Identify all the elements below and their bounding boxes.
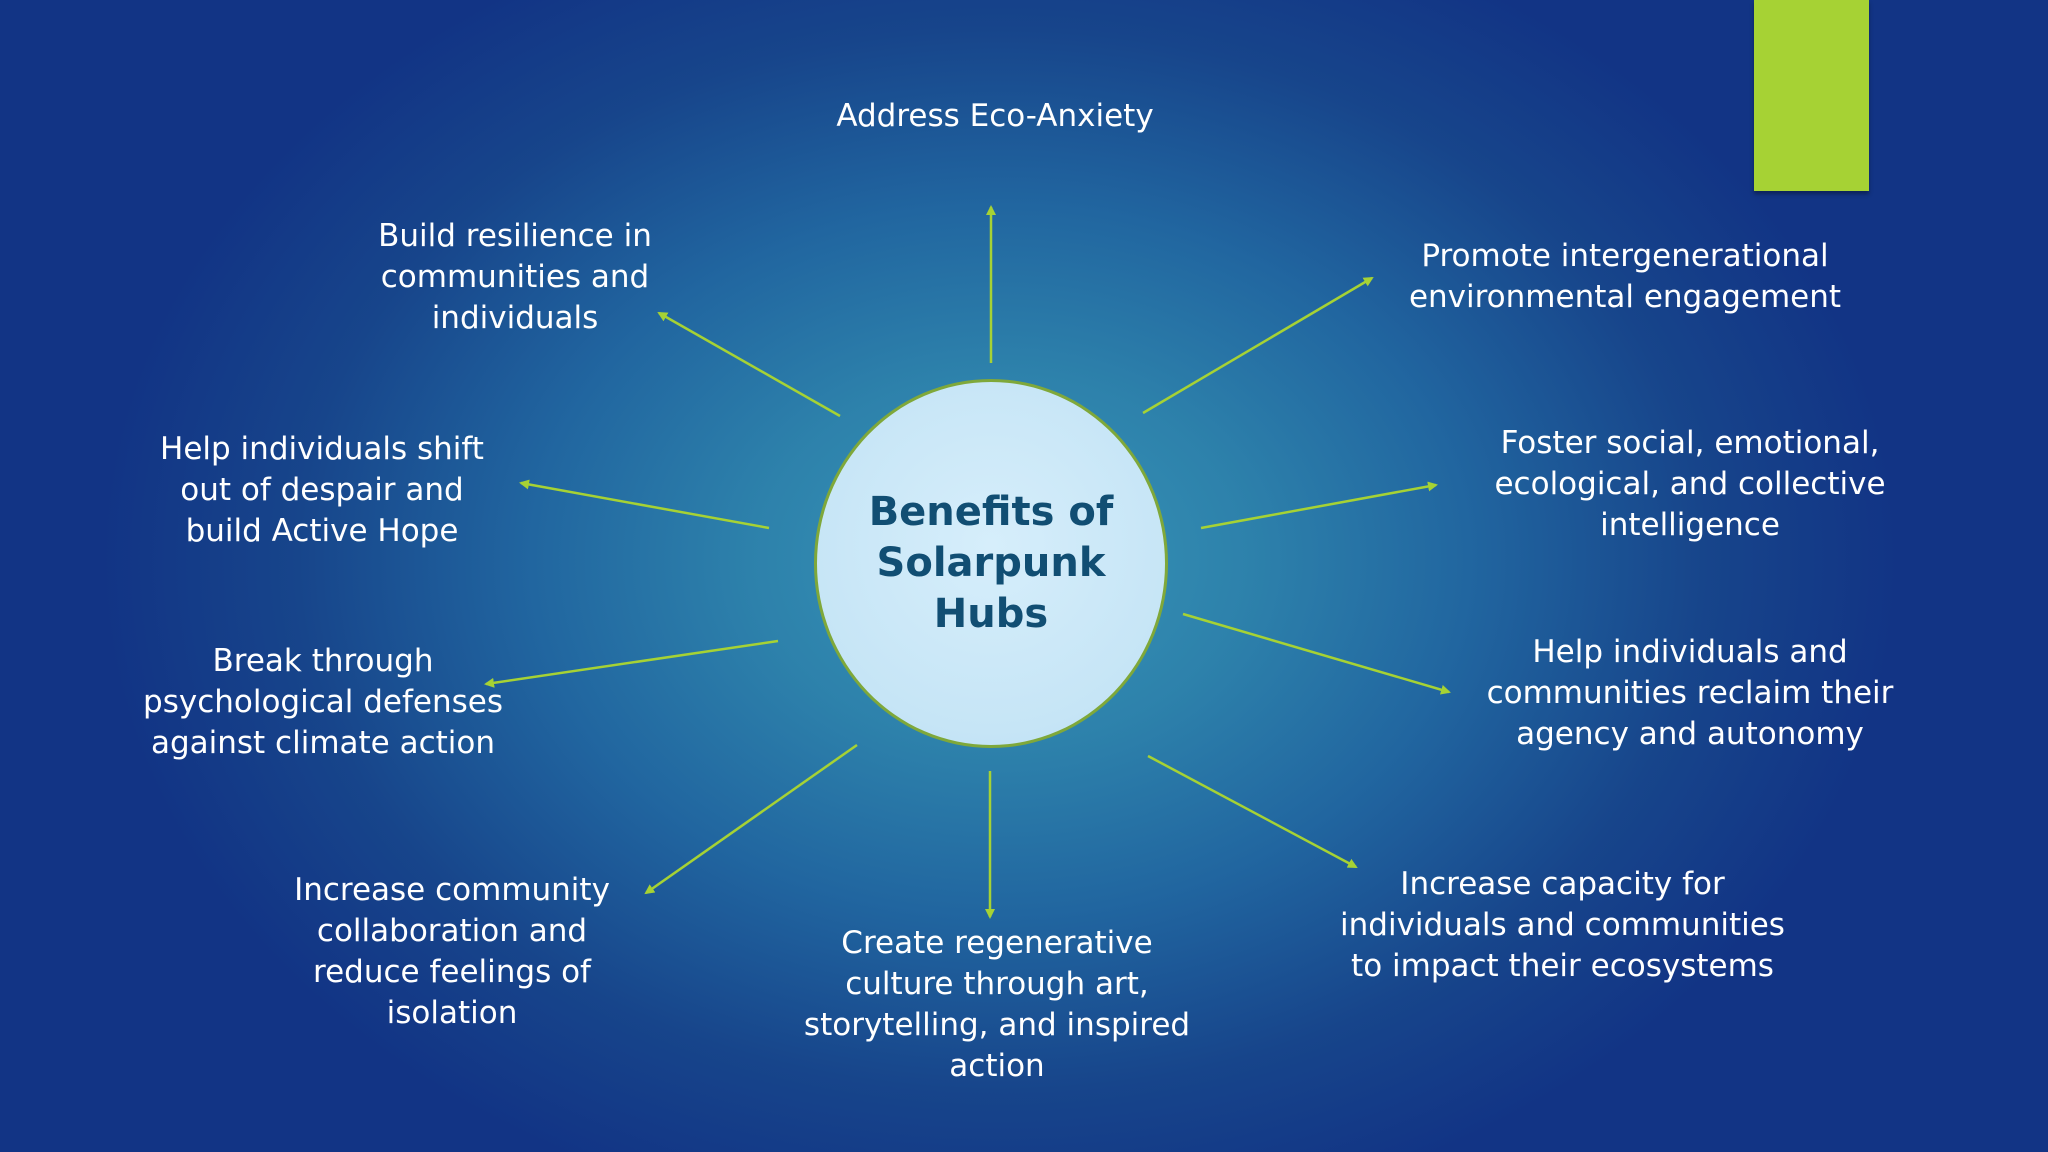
benefit-psychological-defenses: Break through psychological defenses aga…: [143, 643, 503, 761]
accent-bar: [1754, 0, 1869, 191]
arrow-agency-autonomy: [1182, 612, 1451, 695]
arrow-psychological-defenses: [484, 639, 779, 688]
benefit-agency-autonomy: Help individuals and communities reclaim…: [1486, 634, 1894, 752]
benefit-build-resilience: Build resilience in communities and indi…: [378, 218, 652, 336]
benefit-intergenerational-engagement: Promote intergenerational environmental …: [1408, 238, 1842, 315]
benefit-address-eco-anxiety: Address Eco-Anxiety: [836, 98, 1154, 134]
benefit-community-collaboration: Increase community collaboration and red…: [294, 872, 610, 1031]
center-title: Benefits of Solarpunk Hubs: [868, 489, 1114, 637]
arrow-active-hope: [519, 479, 770, 530]
benefit-active-hope: Help individuals shift out of despair an…: [160, 431, 484, 549]
center-hub: Benefits of Solarpunk Hubs: [814, 379, 1168, 748]
benefit-collective-intelligence: Foster social, emotional, ecological, an…: [1494, 425, 1886, 543]
arrow-community-collaboration: [644, 743, 858, 895]
arrow-collective-intelligence: [1200, 481, 1438, 530]
arrow-intergenerational: [1142, 276, 1374, 415]
arrow-build-resilience: [657, 311, 841, 418]
arrow-impact-ecosystems: [1147, 754, 1358, 869]
benefit-impact-ecosystems: Increase capacity for individuals and co…: [1340, 866, 1785, 984]
benefit-regenerative-culture: Create regenerative culture through art,…: [803, 925, 1191, 1084]
